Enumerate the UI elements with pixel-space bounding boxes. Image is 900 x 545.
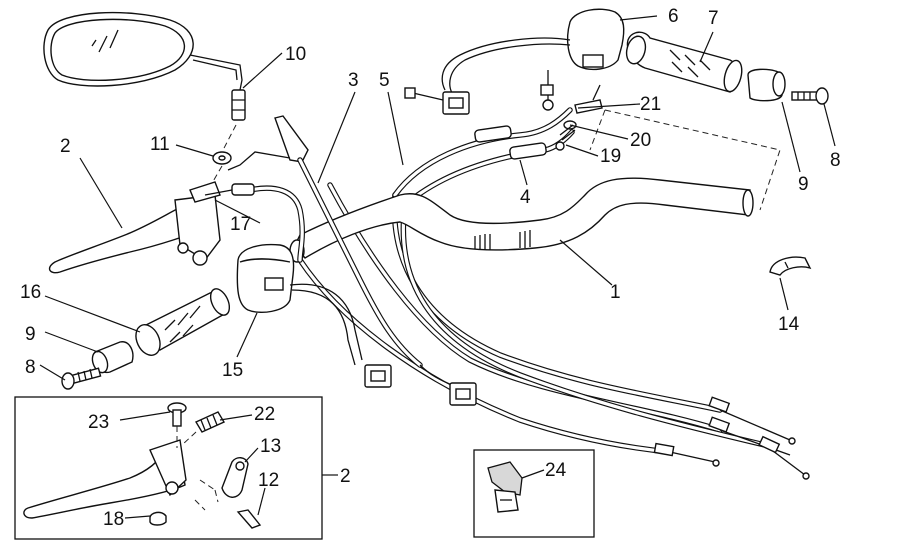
inset-cable-clip xyxy=(487,461,523,513)
clip-inset xyxy=(473,449,595,538)
right-bar-end xyxy=(747,68,786,102)
right-switch-housing xyxy=(404,8,625,115)
callout-5: 5 xyxy=(379,70,390,91)
left-bar-end xyxy=(91,341,134,374)
callout-22: 22 xyxy=(254,404,275,425)
callout-2-inset: 2 xyxy=(340,466,351,487)
left-screw xyxy=(61,367,102,390)
callout-21: 21 xyxy=(640,94,661,115)
inset-clamp xyxy=(194,457,262,529)
inset-pivot-bolt xyxy=(167,402,187,448)
callout-labels: 10 11 2 3 5 6 7 21 20 19 4 9 8 1 14 17 1… xyxy=(20,6,841,530)
mirror xyxy=(43,11,246,121)
callout-19: 19 xyxy=(600,146,621,167)
callout-8-right: 8 xyxy=(830,150,841,171)
right-grip xyxy=(625,31,743,93)
callout-1: 1 xyxy=(610,282,621,303)
adjuster-parts xyxy=(555,99,603,151)
leader-lines xyxy=(39,15,836,519)
callout-2-main: 2 xyxy=(60,136,71,157)
callout-16: 16 xyxy=(20,282,41,303)
lever-assembly-inset xyxy=(14,396,323,540)
callout-10: 10 xyxy=(285,44,306,65)
cable-clip xyxy=(769,256,812,276)
left-grip xyxy=(135,288,231,356)
connector xyxy=(419,364,477,406)
callout-24: 24 xyxy=(545,460,567,481)
assembly-line xyxy=(604,109,781,211)
left-lever-assembly xyxy=(48,181,221,274)
cable-3 xyxy=(227,115,423,368)
callout-23: 23 xyxy=(88,412,109,433)
callout-7: 7 xyxy=(708,8,719,29)
callout-18: 18 xyxy=(103,509,124,530)
callout-13: 13 xyxy=(260,436,281,457)
callout-3: 3 xyxy=(348,70,359,91)
inset-lever xyxy=(23,439,187,526)
callout-12: 12 xyxy=(258,470,279,491)
callout-9-right: 9 xyxy=(798,174,809,195)
throttle-cables xyxy=(392,70,601,208)
callout-6: 6 xyxy=(668,6,679,27)
callout-8-left: 8 xyxy=(25,357,36,378)
callout-20: 20 xyxy=(630,130,651,151)
callout-4: 4 xyxy=(520,187,531,208)
callout-15: 15 xyxy=(222,360,243,381)
callout-17: 17 xyxy=(230,214,251,235)
callout-9-left: 9 xyxy=(25,324,36,345)
clutch-cable xyxy=(204,183,305,263)
right-screw xyxy=(791,87,829,105)
callout-14: 14 xyxy=(778,314,800,335)
callout-11: 11 xyxy=(150,134,170,155)
cable-bundle xyxy=(297,182,810,480)
left-switch-housing xyxy=(236,243,392,388)
inset-adjuster xyxy=(181,411,226,446)
